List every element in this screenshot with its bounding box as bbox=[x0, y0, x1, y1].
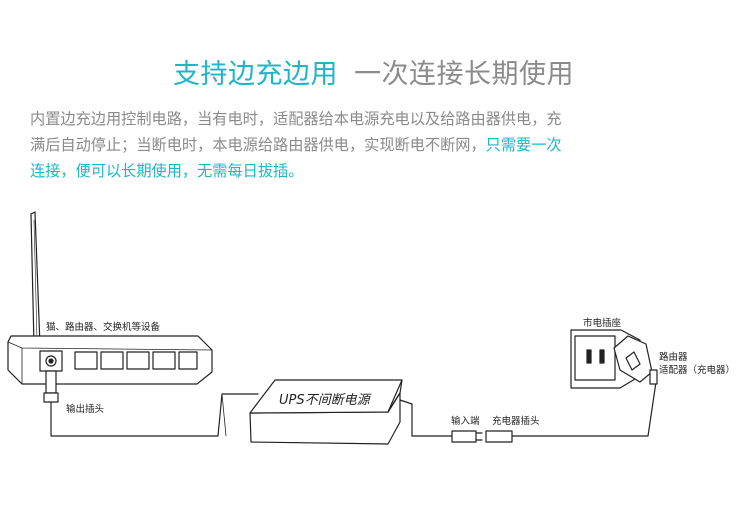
ups-label: UPS不间断电源 bbox=[279, 393, 372, 408]
description-line-3: 连接，便可以长期使用，无需每日拔插。 bbox=[30, 162, 304, 180]
description-line-2-highlight: 只需要一次 bbox=[485, 136, 562, 154]
router-label: 猫、路由器、交换机等设备 bbox=[46, 321, 161, 333]
connection-diagram: 猫、路由器、交换机等设备 输出插头 UPS不间断电源 输入端 充电器插头 市电插… bbox=[7, 211, 735, 445]
title-highlight: 支持边充边用 bbox=[173, 59, 338, 90]
wall-outlet-label: 市电插座 bbox=[583, 317, 622, 329]
input-port bbox=[451, 430, 483, 443]
power-adapter bbox=[613, 335, 658, 385]
charger-plug-label: 充电器插头 bbox=[492, 415, 540, 427]
adapter-label-line-1: 路由器 bbox=[659, 351, 688, 363]
description-line-1: 内置边充边用控制电路，当有电时，适配器给本电源充电以及给路由器供电，充 bbox=[30, 110, 562, 128]
router-device bbox=[7, 211, 213, 385]
charger-plug bbox=[485, 430, 525, 443]
output-plug bbox=[43, 370, 259, 437]
ups-box bbox=[249, 379, 403, 445]
description: 内置边充边用控制电路，当有电时，适配器给本电源充电以及给路由器供电，充 满后自动… bbox=[30, 106, 720, 184]
title-rest: 一次连接长期使用 bbox=[354, 59, 574, 90]
output-plug-label: 输出插头 bbox=[66, 403, 104, 415]
input-port-label: 输入端 bbox=[451, 415, 480, 427]
description-line-2-plain: 满后自动停止；当断电时，本电源给路由器供电，实现断电不断网， bbox=[30, 136, 486, 154]
adapter-label-line-2: 适配器（充电器） bbox=[659, 364, 735, 376]
page-title: 支持边充边用一次连接长期使用 bbox=[0, 52, 747, 91]
description-line-2: 满后自动停止；当断电时，本电源给路由器供电，实现断电不断网，只需要一次 bbox=[30, 132, 720, 158]
